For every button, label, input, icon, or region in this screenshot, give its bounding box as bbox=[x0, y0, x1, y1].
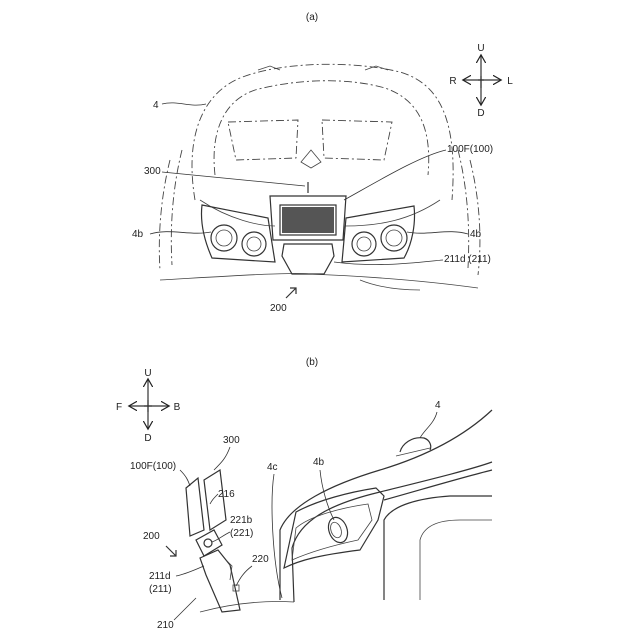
label-a-assembly: 200 bbox=[270, 303, 287, 314]
caption-a: (a) bbox=[306, 12, 318, 23]
label-b-211d-paren: (211) bbox=[149, 584, 172, 595]
device-front bbox=[270, 182, 346, 274]
label-b-vehicle: 4 bbox=[435, 400, 441, 411]
compass-a-left: R bbox=[449, 76, 456, 87]
label-b-headlight: 4b bbox=[313, 457, 325, 468]
vehicle-front-view bbox=[159, 64, 480, 290]
label-b-211d: 211d bbox=[149, 571, 171, 582]
label-b-220: 220 bbox=[252, 554, 269, 565]
label-a-headlight-right: 4b bbox=[470, 229, 482, 240]
compass-a-right: L bbox=[507, 76, 513, 87]
caption-b: (b) bbox=[306, 357, 318, 368]
compass-a: U D R L bbox=[449, 43, 513, 119]
compass-b-down: D bbox=[144, 433, 151, 444]
label-a-unit: 100F(100) bbox=[447, 144, 493, 155]
label-b-216: 216 bbox=[218, 489, 235, 500]
compass-b: U D F B bbox=[116, 368, 181, 444]
compass-a-up: U bbox=[477, 43, 484, 54]
label-b-unit: 100F(100) bbox=[130, 461, 176, 472]
label-b-221b-paren: (221) bbox=[230, 528, 253, 539]
compass-b-left: F bbox=[116, 402, 122, 413]
compass-a-down: D bbox=[477, 108, 484, 119]
label-a-vehicle: 4 bbox=[153, 100, 159, 111]
label-b-assembly: 200 bbox=[143, 531, 160, 542]
panel-a: (a) U D R L bbox=[132, 12, 513, 314]
label-b-edge: 4c bbox=[267, 462, 278, 473]
label-b-device: 300 bbox=[223, 435, 240, 446]
label-a-bracket: 211d (211) bbox=[444, 254, 491, 265]
label-a-headlight-left: 4b bbox=[132, 229, 144, 240]
panel-b: (b) U D F B bbox=[116, 357, 492, 631]
compass-b-up: U bbox=[144, 368, 151, 379]
label-b-221b: 221b bbox=[230, 515, 253, 526]
vehicle-side-view bbox=[200, 410, 492, 612]
label-b-base: 210 bbox=[157, 620, 174, 631]
label-a-device: 300 bbox=[144, 166, 161, 177]
compass-b-right: B bbox=[174, 402, 181, 413]
